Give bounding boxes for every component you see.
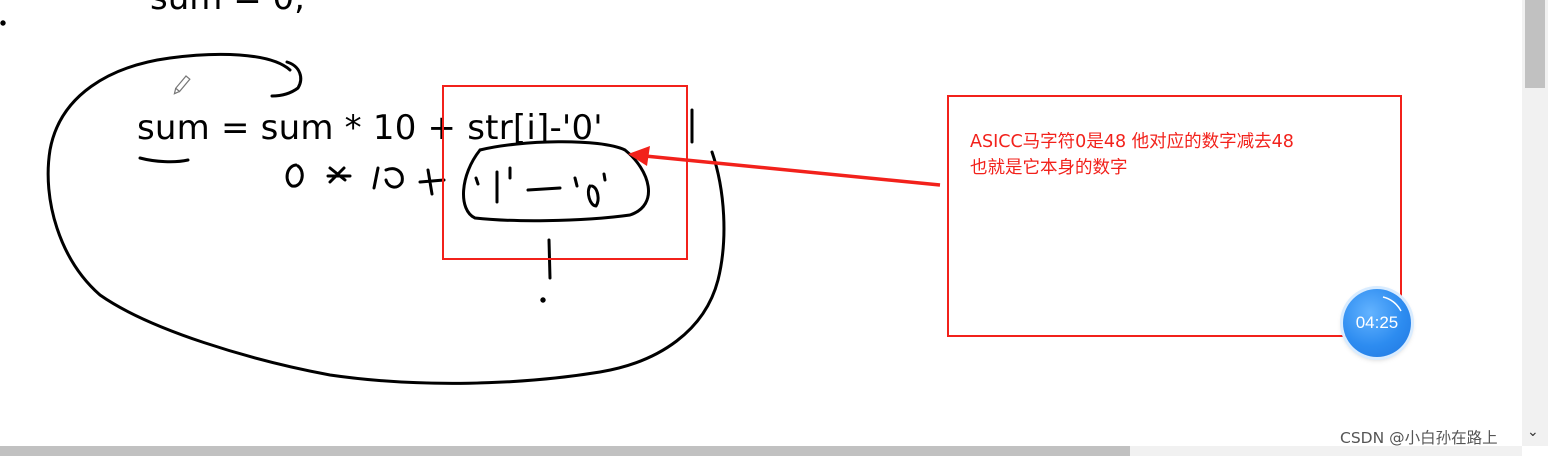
chevron-down-icon[interactable]: ⌄: [1527, 424, 1539, 440]
annotation-box: [947, 95, 1402, 337]
timer-progress-icon: [1382, 296, 1402, 312]
annotation-line-1: ASICC马字符0是48 他对应的数字减去48: [970, 132, 1294, 152]
timer-label: 04:25: [1355, 313, 1399, 332]
ink-hand-plus: [418, 168, 446, 196]
watermark: CSDN @小白孙在路上: [1340, 426, 1498, 446]
drawing-canvas[interactable]: sum = 0; sum = sum * 10 + str[i]-'0': [0, 0, 1522, 446]
top-line-text: sum = 0;: [150, 0, 306, 18]
ink-hand-quote-4: [602, 172, 607, 182]
ink-hand-0: [285, 163, 304, 188]
ink-sum-underline: [138, 156, 190, 164]
red-arrowhead: [628, 146, 650, 166]
timer-badge[interactable]: 04:25: [1343, 289, 1411, 357]
ink-big-loop: [46, 52, 726, 385]
red-arrow-line: [644, 154, 941, 187]
horizontal-scroll-thumb[interactable]: [0, 446, 1130, 456]
ink-hand-10: [372, 166, 404, 190]
vertical-scrollbar[interactable]: [1522, 0, 1548, 446]
ink-hand-quote-1: [474, 176, 480, 186]
annotation-line-2: 也就是它本身的数字: [970, 158, 1128, 178]
ink-hand-star: [326, 166, 352, 184]
ink-circle-around-chars: [462, 140, 650, 223]
formula-text: sum = sum * 10 + str[i]-'0': [137, 108, 603, 148]
ink-dot-top: [0, 20, 6, 26]
scroll-corner: [1522, 446, 1548, 456]
ink-hand-minus: [526, 186, 562, 192]
horizontal-scrollbar[interactable]: [0, 446, 1522, 456]
vertical-scroll-thumb[interactable]: [1525, 0, 1545, 88]
pencil-icon: [173, 75, 191, 95]
ink-hand-quote-3: [573, 176, 579, 188]
annotation-text: ASICC马字符0是48 他对应的数字减去48 也就是它本身的数字: [970, 129, 1390, 181]
ink-loop-arrowhead: [270, 60, 303, 98]
freehand-ink-layer: [0, 20, 941, 385]
ink-dot-bottom: [540, 297, 546, 303]
highlight-box: [442, 85, 688, 260]
ink-hand-small-0: [586, 184, 600, 208]
